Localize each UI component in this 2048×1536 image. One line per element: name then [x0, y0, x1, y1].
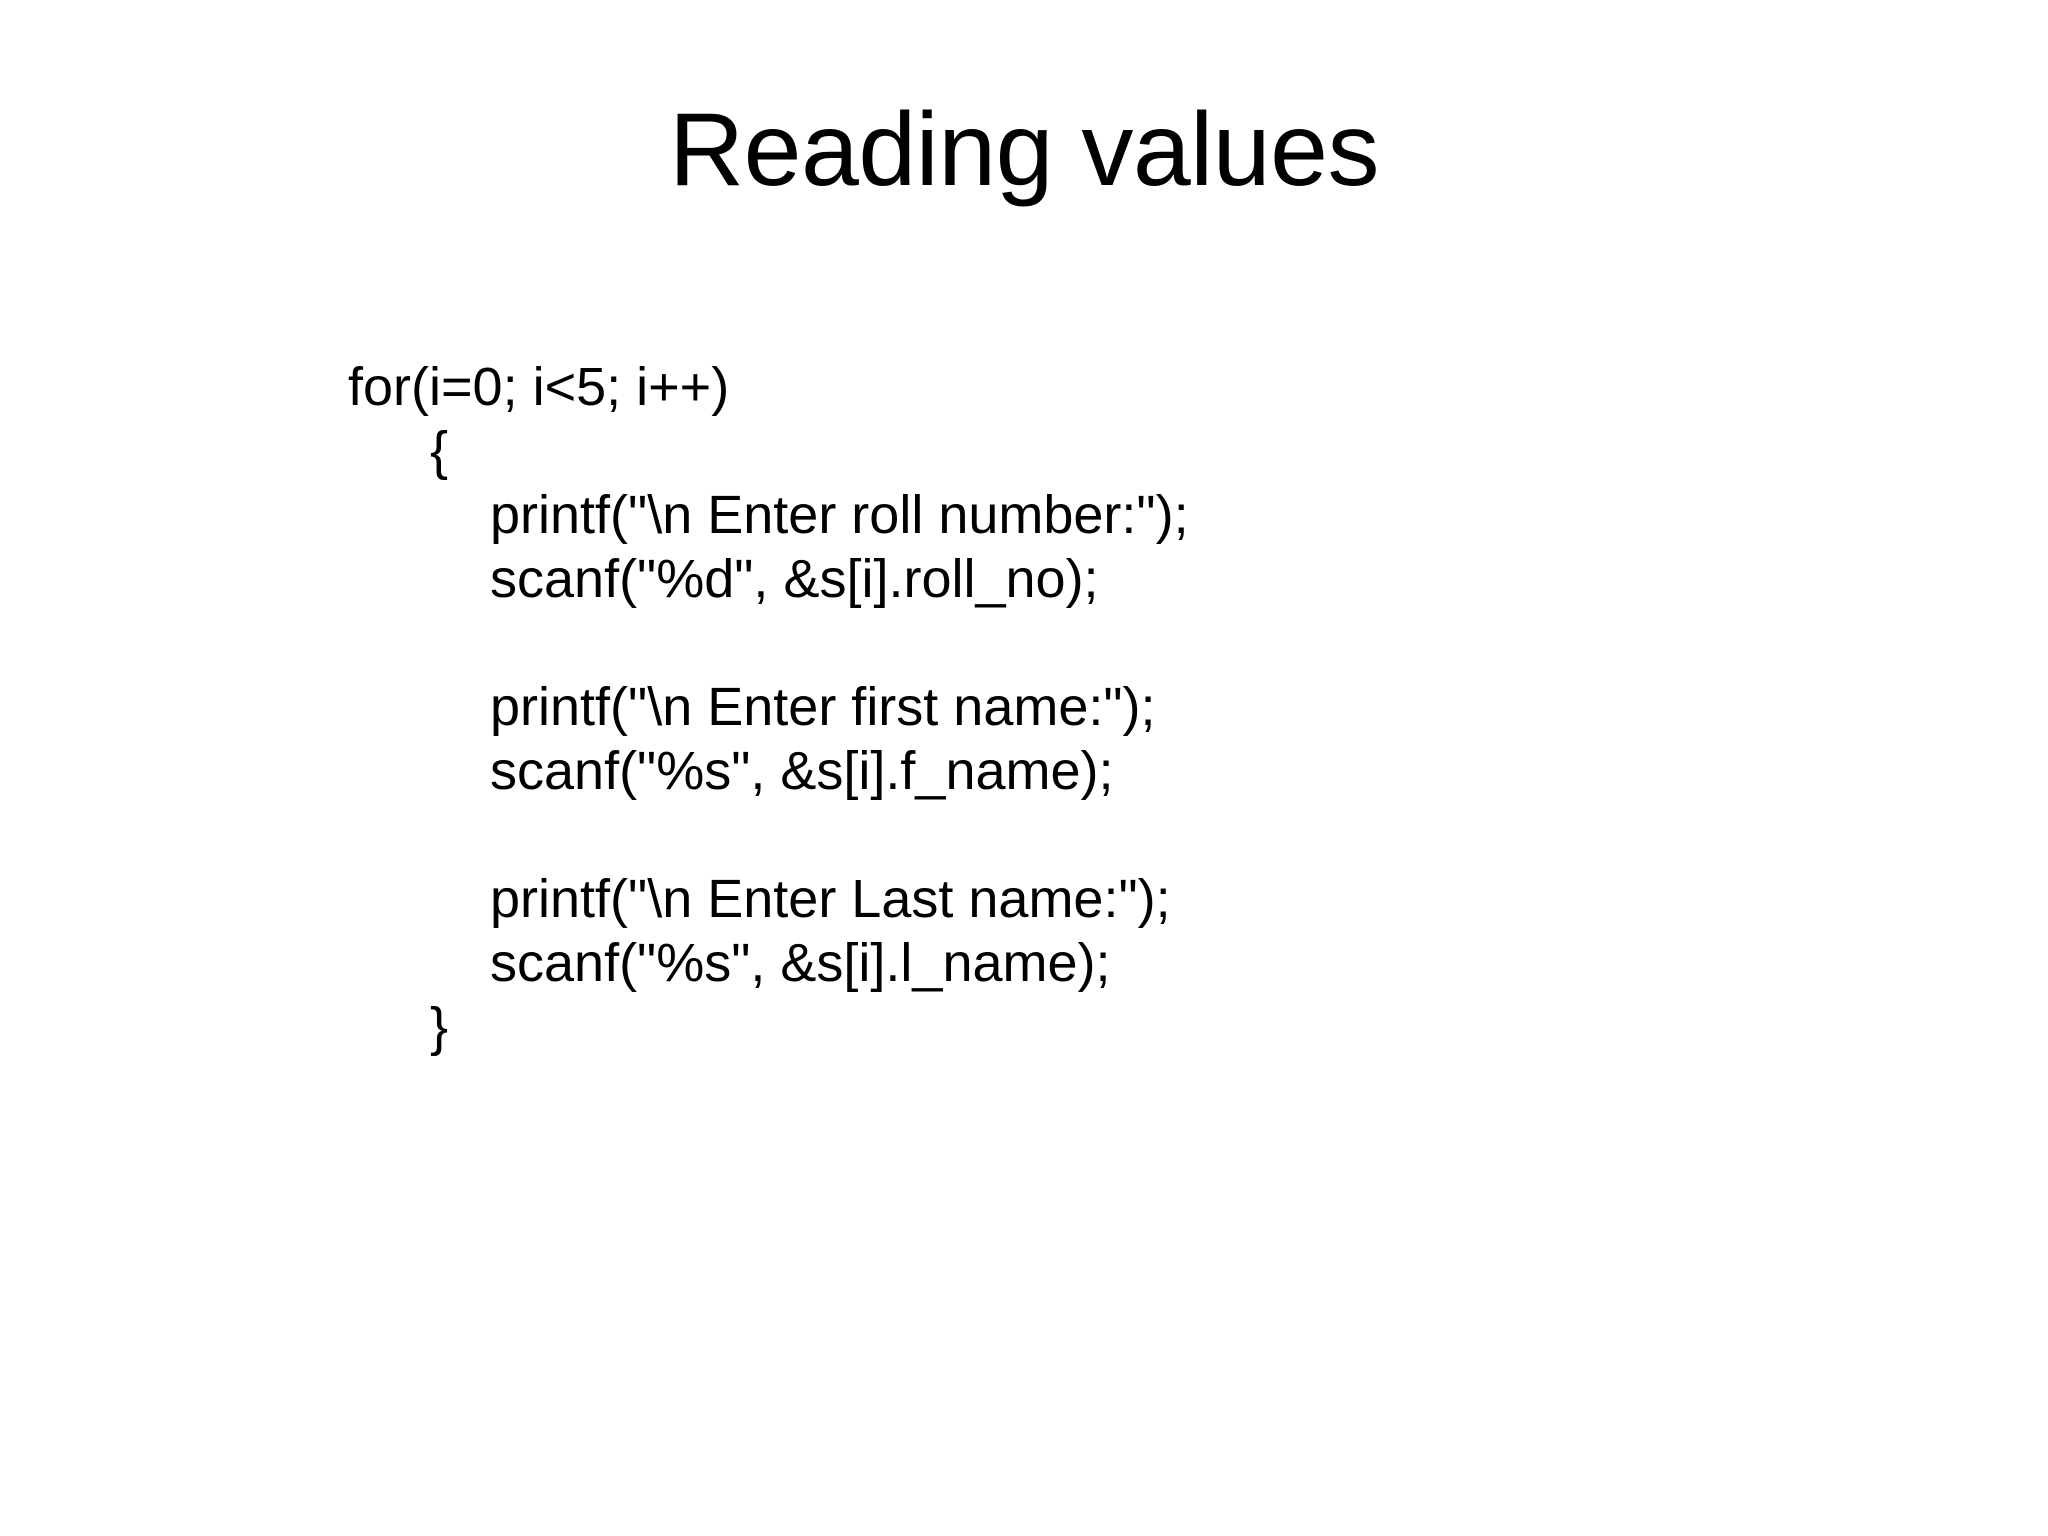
code-line: }: [430, 997, 449, 1057]
page-title: Reading values: [669, 92, 1379, 208]
code-line: scanf("%d", &s[i].roll_no);: [490, 549, 1099, 609]
code-line: {: [430, 421, 449, 481]
code-line: scanf("%s", &s[i].l_name);: [490, 933, 1111, 993]
code-line: scanf("%s", &s[i].f_name);: [490, 741, 1114, 801]
code-line: for(i=0; i<5; i++): [348, 357, 730, 417]
code-line: printf("\n Enter first name:");: [490, 677, 1156, 737]
code-block: for(i=0; i<5; i++){ printf("\n Enter roll…: [348, 355, 1189, 1059]
code-line: printf("\n Enter Last name:");: [490, 869, 1171, 929]
code-line-blank: [348, 611, 1189, 675]
code-line-blank: [348, 803, 1189, 867]
code-line: printf("\n Enter roll number:");: [490, 485, 1189, 545]
